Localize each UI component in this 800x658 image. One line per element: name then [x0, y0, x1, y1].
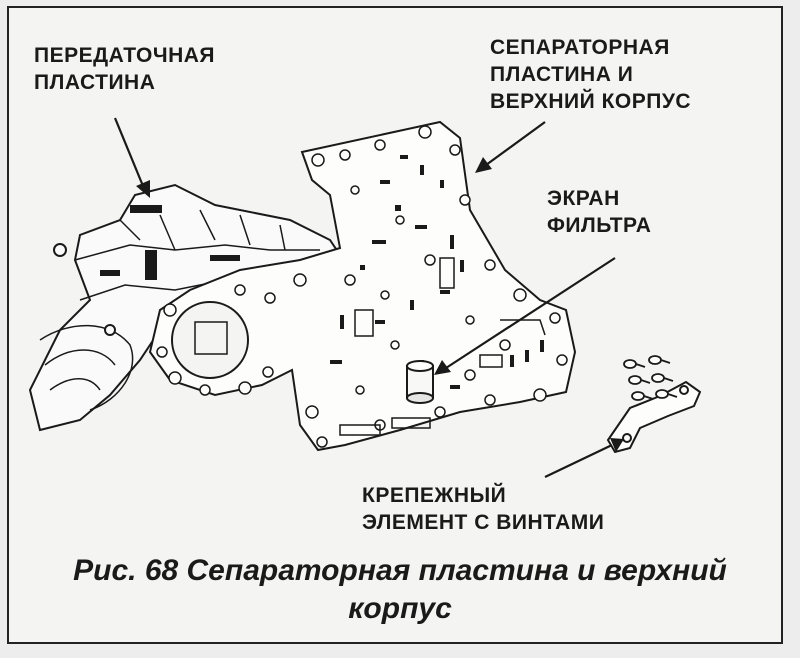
label-separator-plate-line1: СЕПАРАТОРНАЯ: [490, 36, 670, 59]
label-transfer-plate-line2: ПЛАСТИНА: [34, 71, 156, 94]
label-retainer-line2: ЭЛЕМЕНТ С ВИНТАМИ: [362, 511, 605, 534]
label-filter-screen-line1: ЭКРАН: [547, 187, 620, 210]
transfer-plate-drawing: [28, 183, 342, 432]
arrow-retainer: [544, 438, 624, 478]
arrow-separator-plate: [475, 121, 546, 173]
label-filter-screen-line2: ФИЛЬТРА: [547, 214, 652, 237]
leader-arrows: [113, 117, 624, 478]
label-retainer-line1: КРЕПЕЖНЫЙ: [362, 484, 507, 507]
label-retainer: КРЕПЕЖНЫЙ ЭЛЕМЕНТ С ВИНТАМИ: [362, 482, 604, 536]
retainer-drawing: [606, 355, 702, 454]
label-transfer-plate: ПЕРЕДАТОЧНАЯ ПЛАСТИНА: [34, 42, 215, 96]
screw-set: [623, 355, 678, 401]
arrow-transfer-plate: [113, 117, 150, 198]
label-separator-plate-line2: ПЛАСТИНА И: [490, 63, 634, 86]
arrow-filter-screen: [434, 257, 616, 375]
label-transfer-plate-line1: ПЕРЕДАТОЧНАЯ: [34, 44, 216, 67]
separator-plate-drawing: [148, 120, 577, 452]
figure-caption-line1: Рис. 68 Сепараторная пластина и верхний: [73, 554, 727, 587]
label-filter-screen: ЭКРАН ФИЛЬТРА: [547, 185, 651, 239]
figure-caption-line2: корпус: [348, 592, 452, 625]
filter-screen-drawing: [406, 360, 434, 404]
label-separator-plate-line3: ВЕРХНИЙ КОРПУС: [490, 90, 692, 113]
label-separator-plate: СЕПАРАТОРНАЯ ПЛАСТИНА И ВЕРХНИЙ КОРПУС: [490, 34, 691, 115]
